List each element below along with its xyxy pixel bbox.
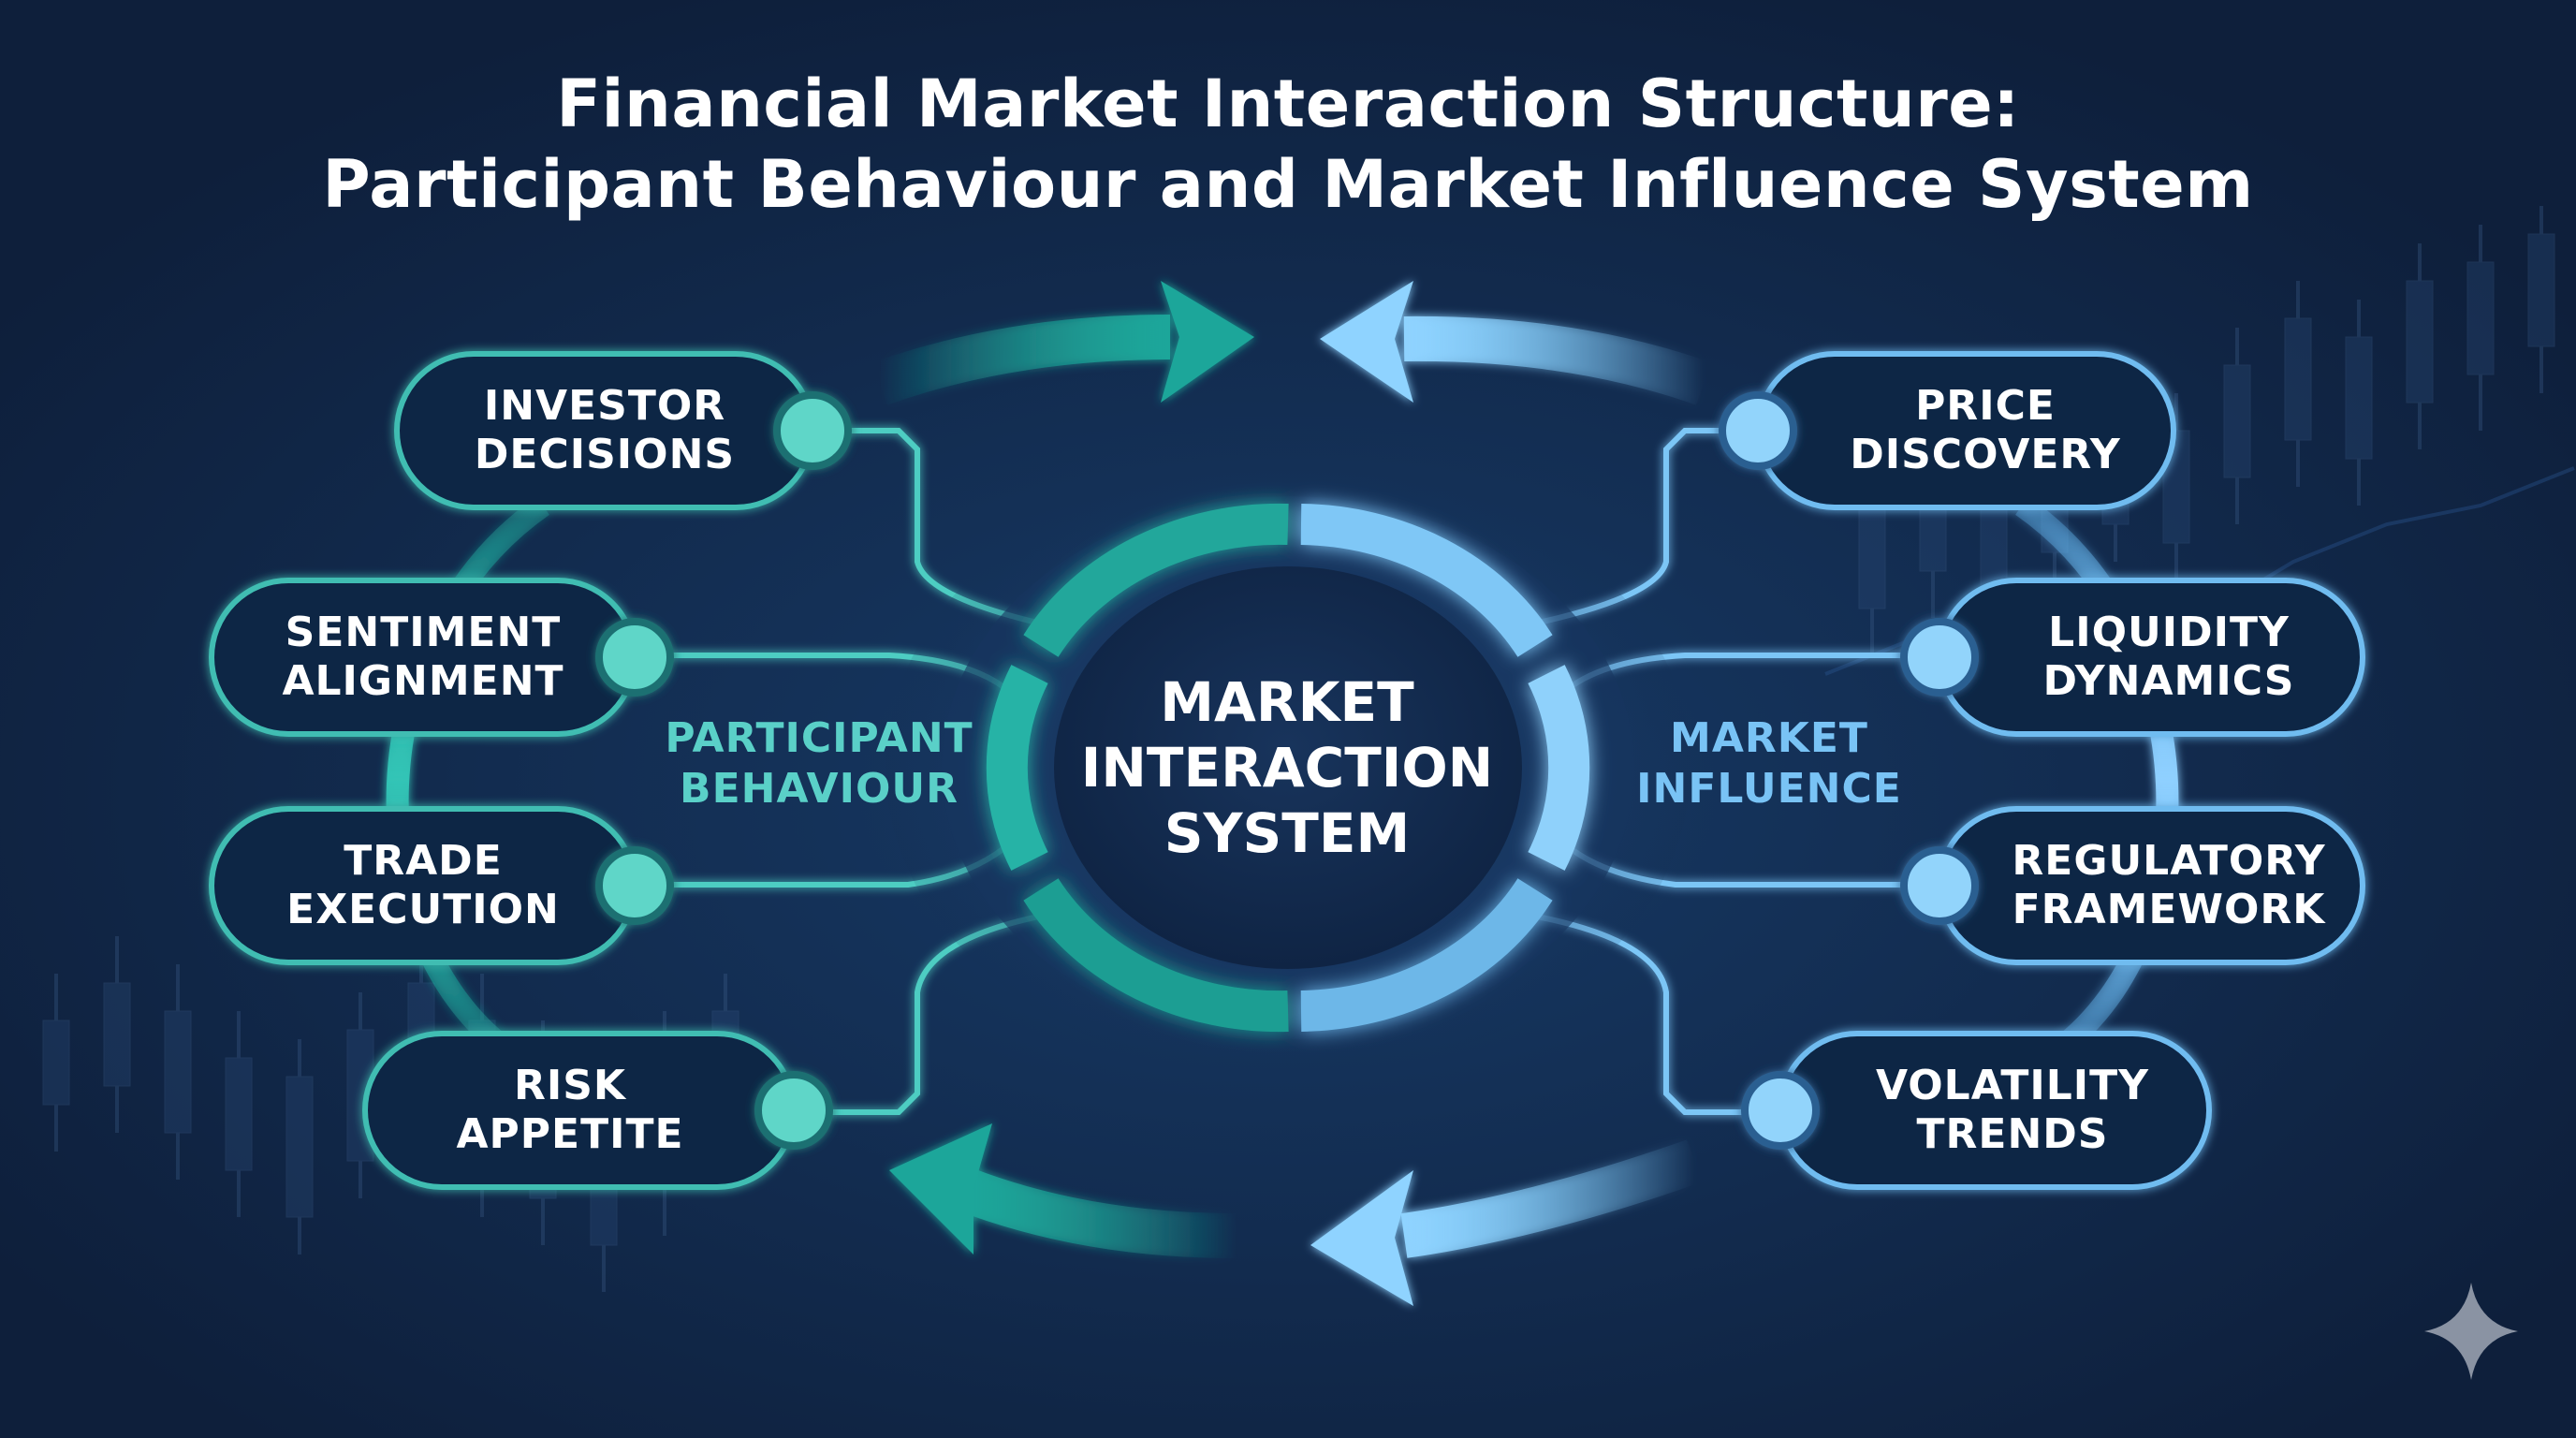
node-dot	[595, 846, 674, 925]
node-label-line: EXECUTION	[286, 886, 560, 933]
node-label-line: TRENDS	[1916, 1110, 2109, 1158]
node-label-line: APPETITE	[456, 1110, 684, 1158]
node-label-line: ALIGNMENT	[282, 657, 564, 705]
node-dot	[1719, 391, 1797, 470]
node-label-line: INVESTOR	[483, 382, 726, 430]
node-risk-appetite	[362, 1031, 833, 1190]
cycle-arrow-top-left	[871, 281, 1254, 405]
cycle-arrow-bottom-right	[1310, 1139, 1702, 1306]
node-label-line: RISK	[513, 1062, 627, 1109]
center-label: MARKET INTERACTION SYSTEM	[1067, 655, 1507, 880]
participant-label-line-1: PARTICIPANT	[665, 714, 973, 762]
title-line-1: Financial Market Interaction Structure:	[556, 66, 2020, 142]
node-label-sentiment-alignment: SENTIMENT ALIGNMENT	[212, 580, 635, 734]
center-line-3: SYSTEM	[1164, 801, 1411, 865]
node-label-line: TRADE	[344, 837, 503, 885]
node-volatility-trends	[1741, 1031, 2212, 1190]
node-dot	[1900, 846, 1979, 925]
node-label-price-discovery: PRICE DISCOVERY	[1797, 354, 2174, 507]
node-label-line: REGULATORY	[2012, 837, 2326, 885]
cycle-arrow-top-right	[1320, 281, 1712, 405]
node-regulatory-framework	[1900, 806, 2365, 965]
node-label-risk-appetite: RISK APPETITE	[365, 1034, 775, 1187]
node-liquidity-dynamics	[1900, 578, 2365, 737]
node-trade-execution	[209, 806, 674, 965]
node-label-volatility-trends: VOLATILITY TRENDS	[1816, 1034, 2209, 1187]
center-line-2: INTERACTION	[1080, 736, 1494, 800]
center-ring	[986, 503, 1590, 1033]
node-label-liquidity-dynamics: LIQUIDITY DYNAMICS	[1975, 580, 2363, 734]
node-dot	[1900, 618, 1979, 697]
participant-ring	[386, 496, 549, 1058]
node-label-line: VOLATILITY	[1875, 1062, 2150, 1109]
title-line-2: Participant Behaviour and Market Influen…	[322, 146, 2254, 223]
cycle-arrow-bottom-left	[889, 1123, 1237, 1258]
influence-ring	[2015, 496, 2179, 1058]
node-price-discovery	[1719, 351, 2176, 510]
sparkle-icon	[2424, 1283, 2518, 1380]
node-label-line: FRAMEWORK	[2012, 886, 2326, 933]
node-label-trade-execution: TRADE EXECUTION	[212, 809, 635, 962]
node-dot	[1741, 1071, 1820, 1150]
center-core	[1054, 566, 1522, 969]
center-line-1: MARKET	[1160, 670, 1414, 734]
node-label-line: LIQUIDITY	[2048, 609, 2290, 656]
node-label-line: DECISIONS	[474, 431, 736, 478]
page-title: Financial Market Interaction Structure: …	[0, 64, 2576, 225]
influence-label-line-1: MARKET	[1670, 714, 1868, 762]
node-label-line: SENTIMENT	[285, 609, 562, 656]
node-label-regulatory-framework: REGULATORY FRAMEWORK	[1975, 809, 2363, 962]
participant-label-line-2: BEHAVIOUR	[680, 765, 959, 813]
node-dot	[754, 1071, 833, 1150]
node-investor-decisions	[394, 351, 852, 510]
node-label-line: DISCOVERY	[1850, 431, 2121, 478]
node-label-investor-decisions: INVESTOR DECISIONS	[397, 354, 812, 507]
node-sentiment-alignment	[209, 578, 674, 737]
participant-behaviour-label: PARTICIPANT BEHAVIOUR	[655, 713, 983, 814]
influence-label-line-2: INFLUENCE	[1636, 765, 1902, 813]
node-label-line: DYNAMICS	[2042, 657, 2295, 705]
node-label-line: PRICE	[1915, 382, 2056, 430]
node-dot	[595, 618, 674, 697]
market-influence-label: MARKET INFLUENCE	[1619, 713, 1919, 814]
node-dot	[773, 391, 852, 470]
